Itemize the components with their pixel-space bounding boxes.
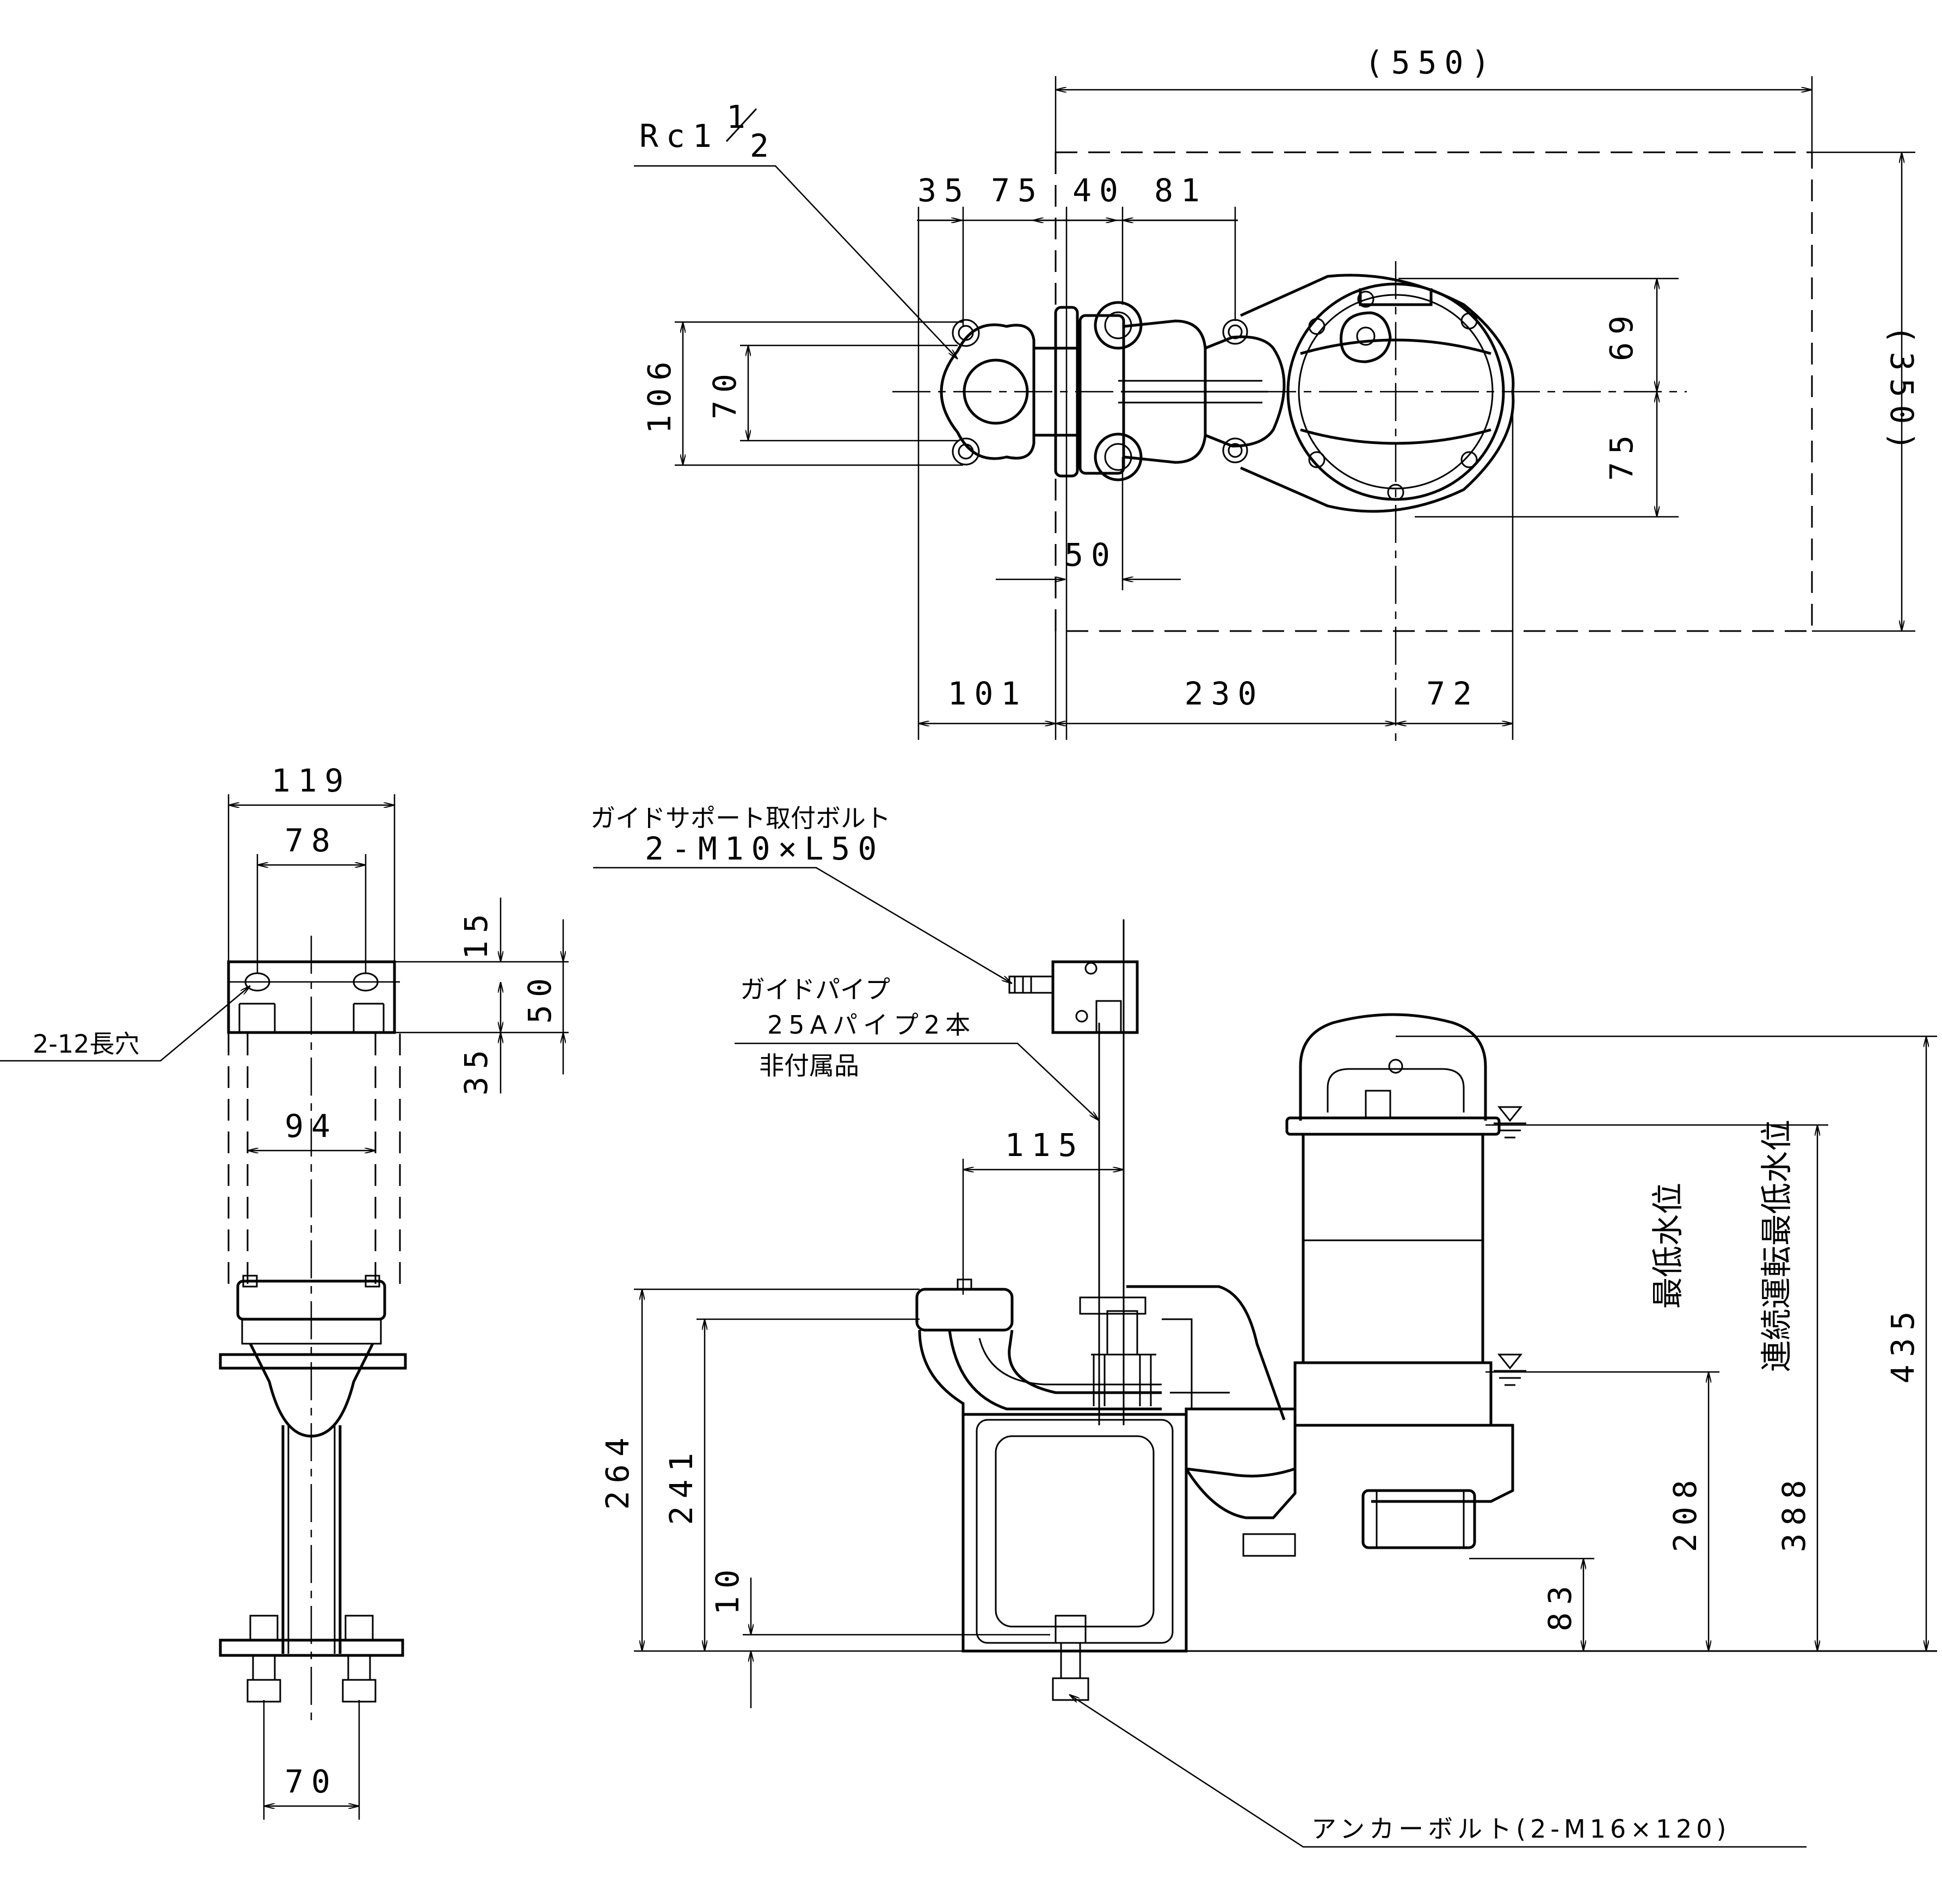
pump-body-top [1240, 274, 1515, 513]
cont-min-water-level: 連続運転最低水位 [1758, 1120, 1795, 1372]
dim-70-side: 70 [285, 1763, 338, 1800]
guide-bolt-spec: 2-M10×L50 [645, 830, 884, 867]
dim-40-top: 40 [1072, 172, 1126, 209]
dim-230: 230 [1185, 675, 1265, 712]
dim-35-side: 35 [458, 1042, 495, 1096]
side-view: 119 78 15 50 35 2-12長穴 94 70 [0, 762, 569, 1820]
dim-81-top: 81 [1154, 172, 1207, 209]
dim-388: 388 [1775, 1473, 1812, 1553]
dim-72: 72 [1426, 675, 1479, 712]
dim-106: 106 [641, 354, 678, 434]
slot-note: 2-12長穴 [33, 1029, 139, 1059]
guide-bolt-label: ガイドサポート取付ボルト [590, 803, 891, 833]
inlet-flange [940, 323, 1035, 460]
dim-94: 94 [285, 1108, 338, 1145]
dim-78: 78 [285, 822, 338, 859]
anchor-bolt-label: アンカーボルト(2-M16×120) [1311, 1814, 1730, 1844]
not-included-note: 非付属品 [759, 1051, 859, 1080]
dim-241: 241 [663, 1445, 700, 1525]
dim-10: 10 [709, 1562, 746, 1615]
pump-motor [1299, 1013, 1487, 1121]
dim-50-top: 50 [1064, 536, 1118, 573]
front-view: ガイドサポート取付ボルト 2-M10×L50 ガイドパイプ 25Aパイプ2本 非… [590, 803, 1937, 1848]
water-level-symbols [1494, 1106, 1526, 1386]
dim-550: (550) [1365, 44, 1498, 81]
dim-70-top: 70 [706, 366, 743, 419]
dim-101: 101 [948, 675, 1028, 712]
inlet-port [963, 358, 1029, 425]
dim-75-right: 75 [1603, 428, 1640, 481]
dim-83: 83 [1542, 1578, 1579, 1631]
guide-pipe-label: ガイドパイプ [740, 975, 890, 1004]
dim-119: 119 [272, 762, 352, 799]
top-view: (550) (350) [634, 44, 1920, 745]
dim-435: 435 [1884, 1304, 1921, 1384]
inlet-thread-label: Rc1 [639, 118, 719, 154]
base-plate [219, 1639, 404, 1657]
dim-15: 15 [458, 906, 495, 960]
guide-pipe-spec: 25Aパイプ2本 [767, 1010, 976, 1040]
dim-208: 208 [1667, 1473, 1704, 1553]
dim-115: 115 [1005, 1127, 1085, 1164]
dim-69: 69 [1603, 308, 1640, 361]
dim-50-side: 50 [521, 970, 558, 1024]
dim-350: (350) [1883, 325, 1920, 459]
dim-35-top: 35 [917, 172, 971, 209]
min-water-level: 最低水位 [1649, 1183, 1686, 1309]
inlet-thread-frac: 2 [750, 127, 776, 164]
inlet-thread-leader [634, 165, 958, 360]
inlet-thread-whole: 1 [726, 98, 753, 135]
dim-264: 264 [599, 1430, 636, 1510]
dim-75-top: 75 [991, 172, 1044, 209]
